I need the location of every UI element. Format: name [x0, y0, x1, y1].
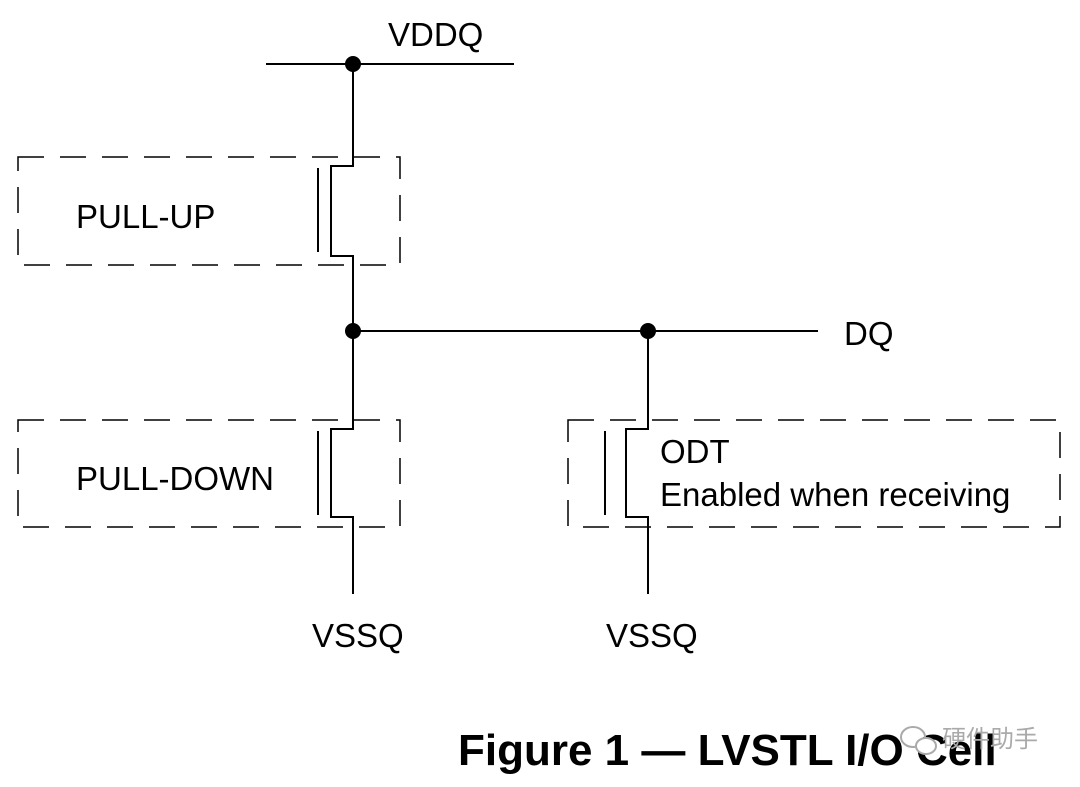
dq-junction-dot-right [640, 323, 656, 339]
watermark-text: 硬件助手 [942, 725, 1038, 753]
watermark: 硬件助手 [900, 725, 1038, 755]
pull-up-transistor [317, 64, 354, 328]
odt-label: ODT [660, 433, 730, 470]
vssq-left-label: VSSQ [312, 617, 404, 654]
odt-note-label: Enabled when receiving [660, 476, 1010, 513]
vssq-right-label: VSSQ [606, 617, 698, 654]
pull-up-label: PULL-UP [76, 198, 215, 235]
pull-down-transistor [317, 331, 354, 594]
dq-label: DQ [844, 315, 894, 352]
pull-down-box [17, 419, 401, 528]
figure-caption: Figure 1 — LVSTL I/O Cell [458, 726, 997, 775]
vddq-junction-dot [345, 56, 361, 72]
pull-up-box [17, 156, 401, 266]
pull-down-label: PULL-DOWN [76, 460, 274, 497]
odt-box [567, 419, 1061, 528]
vddq-label: VDDQ [388, 16, 483, 53]
odt-transistor [604, 331, 649, 594]
wechat-icon [900, 726, 937, 755]
dq-junction-dot-left [345, 323, 361, 339]
